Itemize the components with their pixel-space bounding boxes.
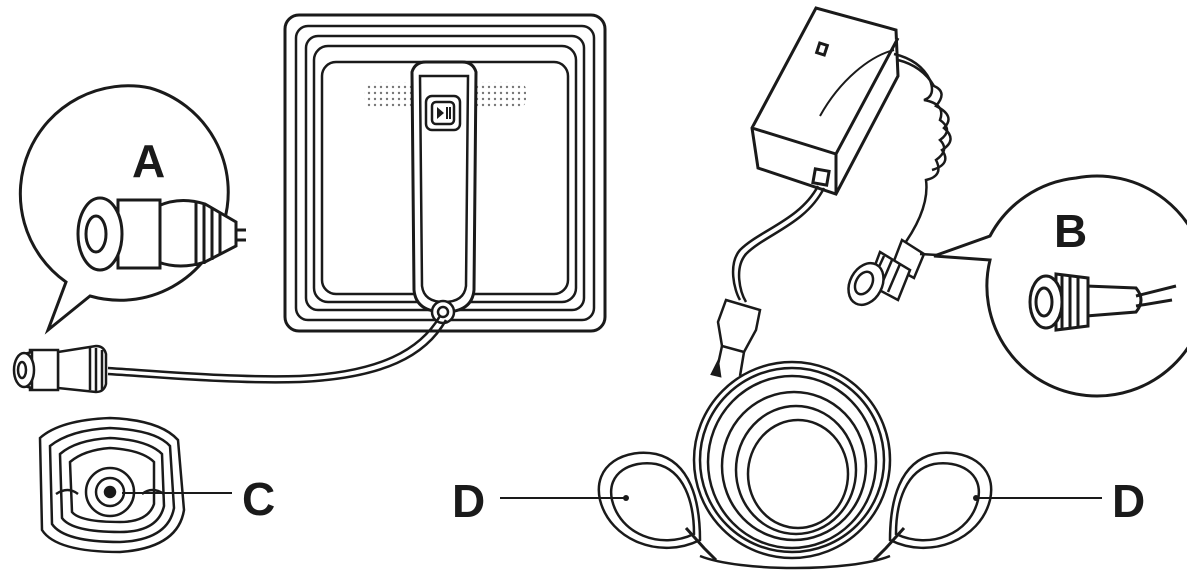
leader-dot-d-right: [973, 495, 979, 501]
coiled-safety-rope-icon: [599, 362, 991, 568]
callout-bubble-a: [20, 86, 246, 330]
callout-label-b: B: [1054, 205, 1088, 257]
cleaning-pad-icon: [40, 418, 184, 552]
leader-dot-d-left: [623, 495, 629, 501]
robot-cable: [108, 316, 446, 382]
adapter-output-cable: [894, 54, 951, 250]
power-adapter-icon: [752, 8, 898, 194]
adapter-cable-connector-icon: [842, 240, 924, 311]
callout-label-d-left: D: [452, 475, 486, 527]
callout-label-c: C: [242, 473, 276, 525]
window-cleaning-robot-icon: [285, 15, 605, 331]
power-plug-icon: [712, 300, 760, 376]
callout-label-d-right: D: [1112, 475, 1146, 527]
robot-cable-connector-icon: [14, 346, 106, 392]
callout-label-a: A: [132, 135, 166, 187]
callout-bubble-b: [934, 176, 1187, 396]
power-cord: [733, 186, 824, 302]
